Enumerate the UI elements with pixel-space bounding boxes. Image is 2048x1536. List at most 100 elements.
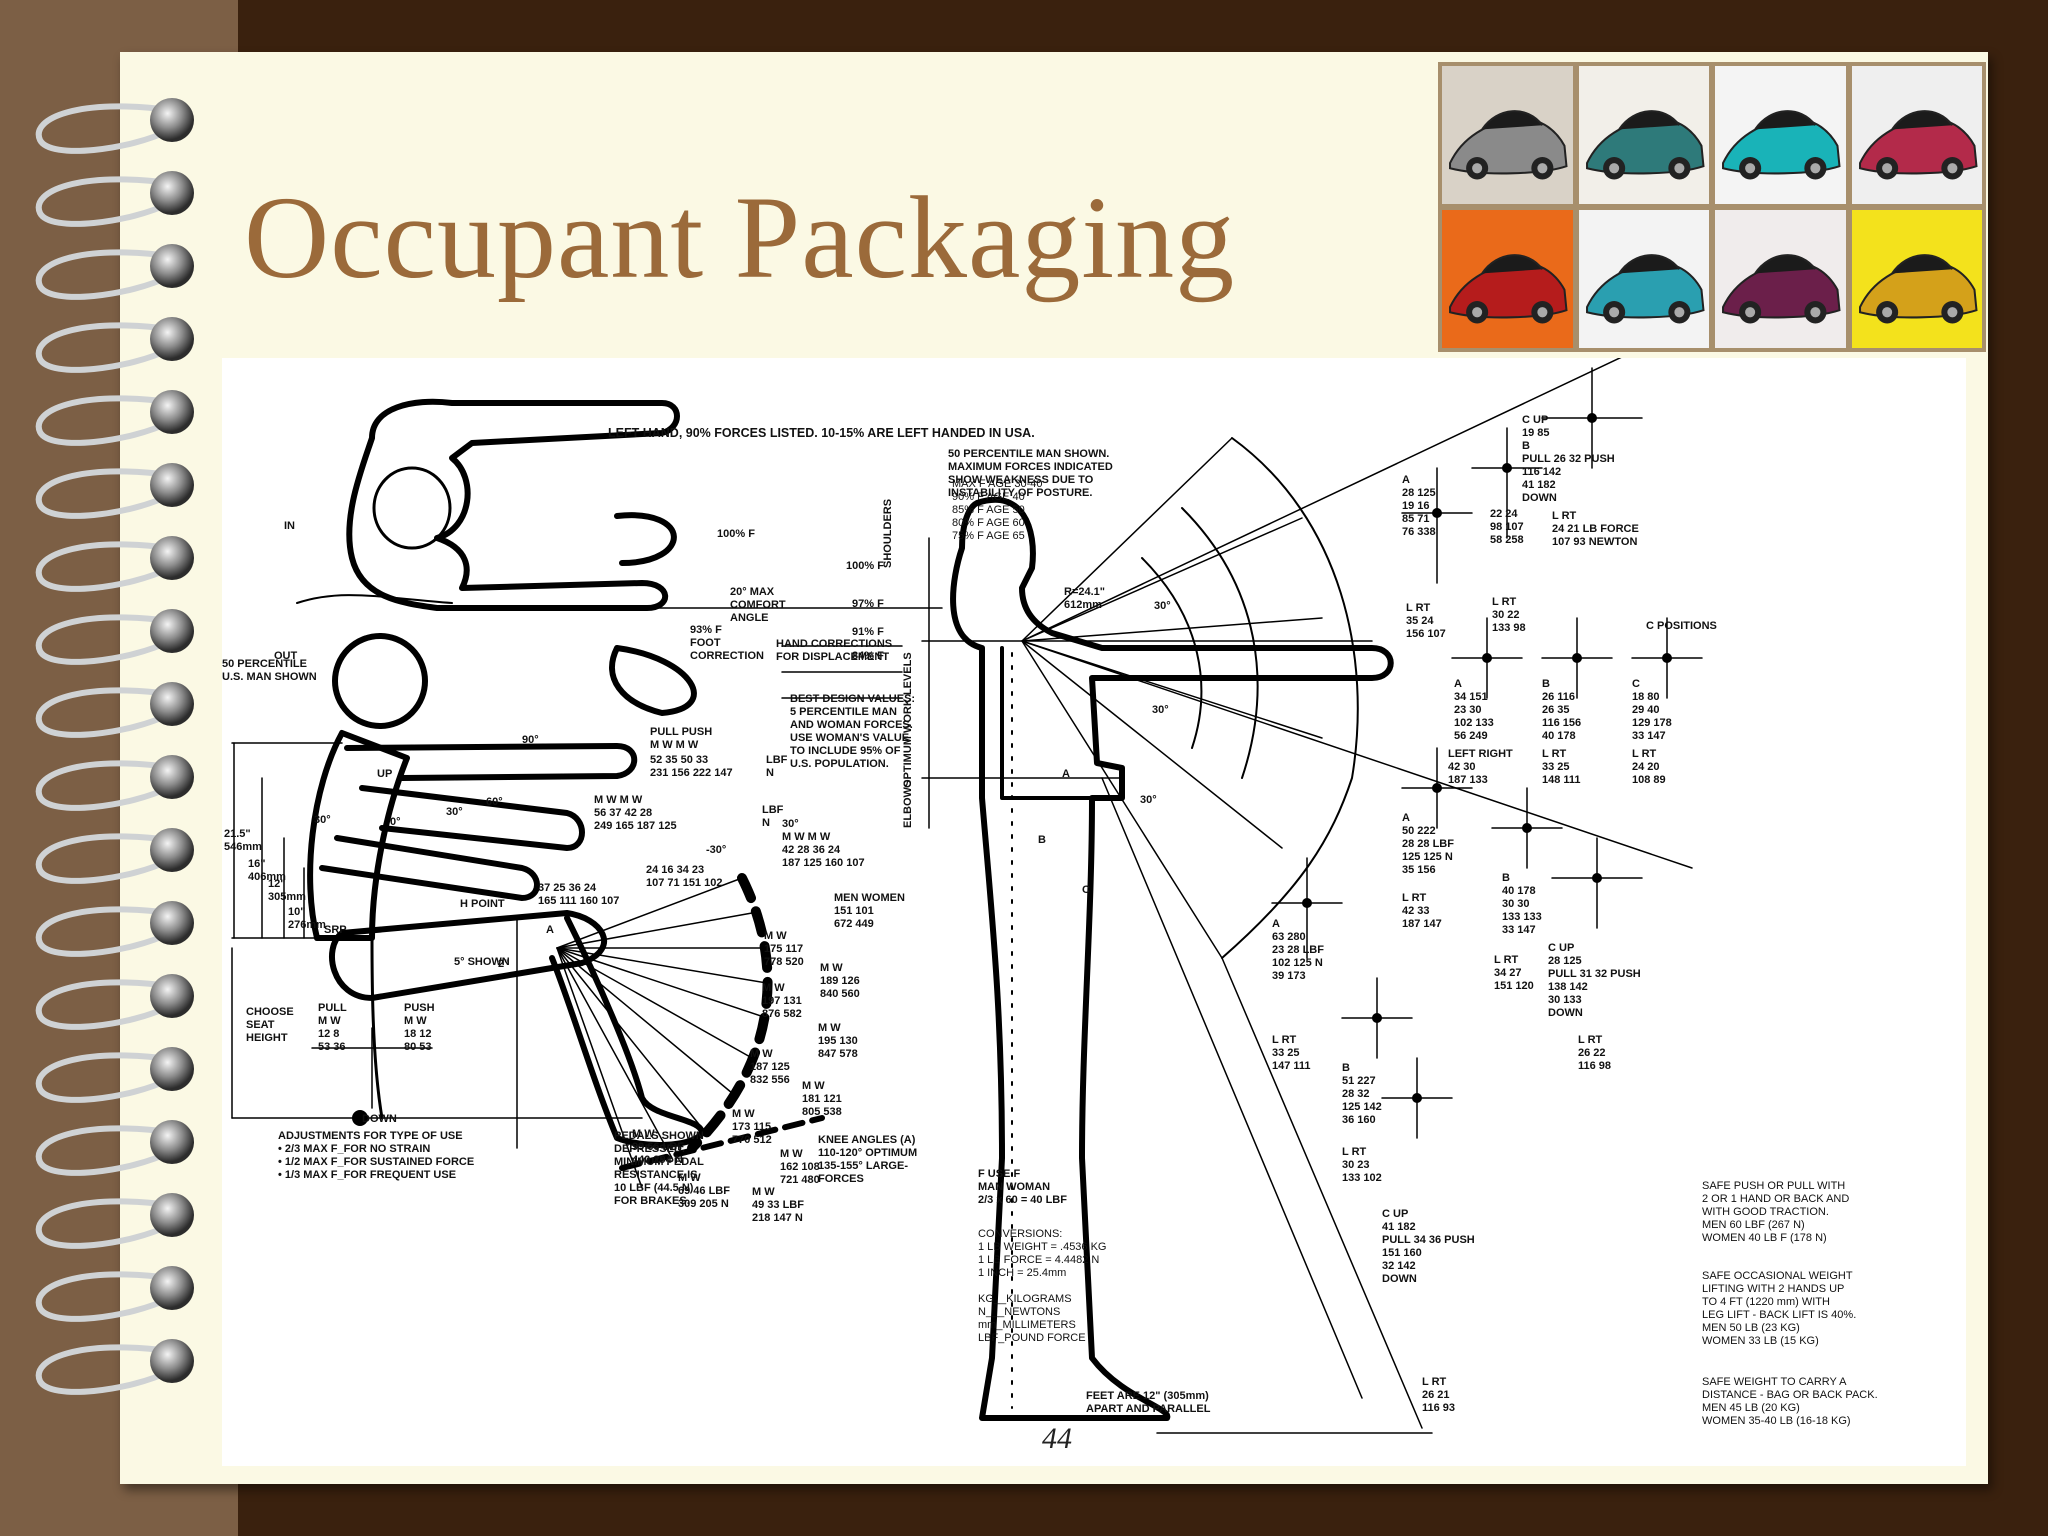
- dim-2: 2": [498, 958, 510, 970]
- spiral-wire: [35, 687, 172, 738]
- angle-30a: 30°: [314, 814, 331, 826]
- spiral-ring-ball: [150, 974, 194, 1018]
- sketch-car-6: [1578, 210, 1709, 348]
- sketch-car-4: [1851, 66, 1982, 204]
- arc-c: C: [1082, 884, 1090, 896]
- spiral-ring-ball: [150, 609, 194, 653]
- cross-lr2: L RT 30 22 133 98: [1492, 596, 1526, 634]
- optimum-work-levels: OPTIMUM WORK LEVELS: [902, 652, 914, 788]
- angle-60: 60°: [486, 796, 503, 808]
- spiral-wire: [35, 1344, 172, 1395]
- cross-mid-1: A 34 151 23 30 102 133 56 249: [1454, 678, 1494, 742]
- knee-force-lines: [556, 877, 768, 1189]
- spiral-wire: [35, 249, 172, 300]
- force-row-37: 37 25 36 24 165 111 160 107: [538, 882, 620, 907]
- feet-note: FEET ARE 12" (305mm) APART AND PARALLEL: [1086, 1390, 1211, 1415]
- percentile-man-left: 50 PERCENTILE U.S. MAN SHOWN: [222, 658, 317, 683]
- spiral-wire: [35, 468, 172, 519]
- knee-angle-marker: A: [546, 924, 554, 936]
- hand-corrections: HAND CORRECTIONS FOR DISPLACEMENT: [776, 638, 893, 663]
- h-point: H POINT: [460, 898, 505, 910]
- angle-0: 0°: [390, 816, 401, 828]
- pedals-note: PEDALS SHOWN DEPRESSED. MINIMUM PEDAL RE…: [614, 1130, 704, 1207]
- f100-a: 100% F: [717, 528, 755, 540]
- mid-lr-3: L RT 24 20 108 89: [1632, 748, 1666, 786]
- spiral-wire: [35, 103, 172, 154]
- f100-b: 100% F: [846, 560, 884, 572]
- low-lr-2: L RT 34 27 151 120: [1494, 954, 1534, 992]
- spiral-wire: [35, 1125, 172, 1176]
- cross-top: C UP 19 85 B PULL 26 32 PUSH 116 142 41 …: [1522, 414, 1615, 504]
- seated-arm-upper: [344, 743, 638, 781]
- knee-force-6: M W 181 121 805 538: [802, 1080, 842, 1118]
- angle-neg30: -30°: [706, 844, 727, 856]
- car-sketch-image: [1722, 110, 1841, 180]
- arc-30b: 30°: [1152, 704, 1169, 716]
- seat-push: PUSH M W 18 12 80 53: [404, 1002, 435, 1053]
- top-view-head: [372, 466, 452, 550]
- spiral-wire: [35, 614, 172, 665]
- low-lr-3: L RT 26 22 116 98: [1578, 1034, 1612, 1072]
- low-lr-1: L RT 42 33 187 147: [1402, 892, 1442, 930]
- seated-arm-low: [319, 835, 540, 901]
- cross-lr1: L RT 35 24 156 107: [1406, 602, 1446, 640]
- cross-top-lr: L RT 24 21 LB FORCE 107 93 NEWTON: [1552, 510, 1639, 548]
- force-row-24: 24 16 34 23 107 71 151 102: [646, 864, 723, 889]
- angle-30b: 30°: [446, 806, 463, 818]
- standing-figure: [950, 496, 1394, 1421]
- leg-b-lr: L RT 30 23 133 102: [1342, 1146, 1382, 1184]
- leg-cross-b: B 51 227 28 32 125 142 36 160: [1342, 1062, 1382, 1126]
- sketch-car-5: [1442, 210, 1573, 348]
- top-view-figure: [346, 398, 680, 611]
- sketch-car-1: [1442, 66, 1573, 204]
- seat-pull: PULL M W 12 8 53 36: [318, 1002, 347, 1053]
- positions-label: C POSITIONS: [1646, 620, 1717, 632]
- slide-title: Occupant Packaging: [244, 172, 1236, 303]
- choose-seat-height: CHOOSE SEAT HEIGHT: [246, 1006, 294, 1044]
- spiral-ring-ball: [150, 1047, 194, 1091]
- safe-push-note: SAFE PUSH OR PULL WITH 2 OR 1 HAND OR BA…: [1702, 1180, 1850, 1244]
- seated-thigh: [329, 910, 607, 1001]
- sketch-car-7: [1715, 210, 1846, 348]
- mid-lr-2: L RT 33 25 148 111: [1542, 748, 1581, 786]
- out-label: OUT: [274, 650, 298, 662]
- knee-force-2: M W 189 126 840 560: [820, 962, 860, 1000]
- spiral-wire: [35, 541, 172, 592]
- ergonomics-diagram: LEFT HAND, 90% FORCES LISTED. 10-15% ARE…: [222, 358, 1966, 1466]
- sketch-car-2: [1578, 66, 1709, 204]
- srp-label: SRP: [324, 924, 347, 936]
- reach-radius: R=24.1" 612mm: [1064, 586, 1105, 611]
- knee-force-3: M W 197 131 876 582: [762, 982, 802, 1020]
- car-sketch-image: [1722, 254, 1841, 324]
- diagram-drawing: [231, 358, 1703, 1434]
- pedal-forces-2: M W 69 46 LBF 309 205 N: [678, 1172, 730, 1210]
- dim-10: 10" 276mm: [288, 906, 326, 931]
- seated-arm-mid: [359, 785, 585, 851]
- spiral-binding: [35, 98, 194, 1395]
- spiral-wire: [35, 1271, 172, 1322]
- comfort-angle: 20° MAX COMFORT ANGLE: [730, 586, 786, 624]
- leg-lr: L RT 33 25 147 111: [1272, 1034, 1311, 1072]
- car-sketch-image: [1858, 254, 1978, 324]
- force-formula: F USE F MAN WOMAN 2/3 x 60 = 40 LBF: [978, 1168, 1067, 1206]
- mid-lr-1: LEFT RIGHT 42 30 187 133: [1448, 748, 1513, 786]
- spiral-wire: [35, 395, 172, 446]
- arc-a: A: [1062, 768, 1070, 780]
- spiral-wire: [35, 322, 172, 373]
- low-cross-c: C UP 28 125 PULL 31 32 PUSH 138 142 30 1…: [1548, 942, 1641, 1019]
- pull-push-header: PULL PUSH M W M W: [650, 726, 713, 751]
- conversions: CONVERSIONS: 1 LB WEIGHT = .4536 KG 1 LB…: [978, 1228, 1107, 1344]
- shoulders-label: SHOULDERS: [882, 498, 894, 568]
- foot-correction: 93% F FOOT CORRECTION: [690, 624, 764, 662]
- car-sketch-image: [1449, 110, 1568, 180]
- cross-mid-3: C 18 80 29 40 129 178 33 147: [1632, 678, 1672, 742]
- f97: 97% F: [852, 598, 884, 610]
- elbows-label: ELBOWS: [902, 779, 914, 828]
- sketch-car-8: [1851, 210, 1982, 348]
- spiral-ring-ball: [150, 1120, 194, 1164]
- spiral-ring-ball: [150, 171, 194, 215]
- knee-force-7: M W 173 115 770 512: [732, 1108, 772, 1146]
- reach-arc: [1021, 437, 1233, 642]
- car-sketch-image: [1585, 254, 1705, 324]
- cross-mid-2: B 26 116 26 35 116 156 40 178: [1542, 678, 1582, 742]
